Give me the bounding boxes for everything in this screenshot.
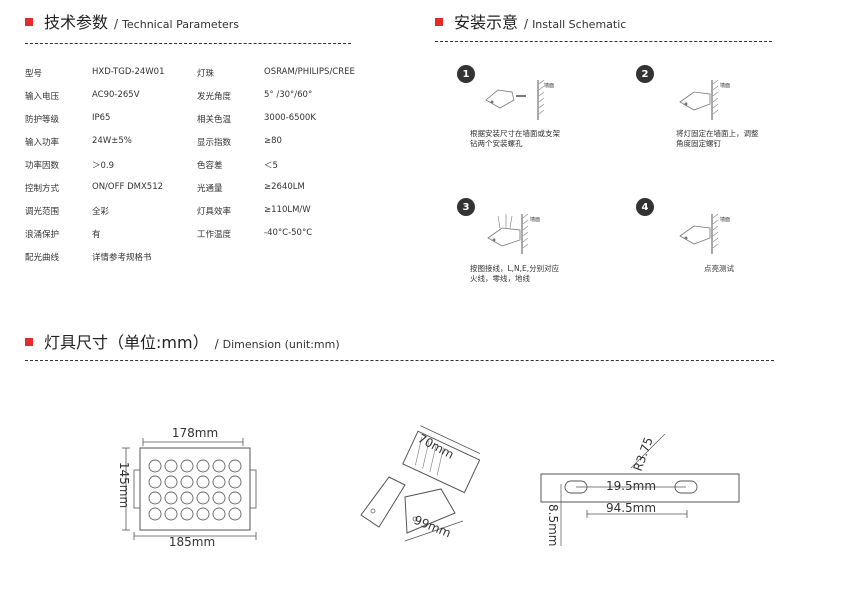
caption-line: 根据安装尺寸在墙面或支架 — [470, 129, 560, 138]
spec-label: 工作温度 — [197, 230, 232, 240]
spec-label: 输入功率 — [25, 138, 60, 148]
spec-label: 输入电压 — [25, 92, 60, 102]
spec-label: 色容差 — [197, 161, 223, 171]
step-3-caption: 按图接线，L,N,E,分别对应 火线，零线，地线 — [470, 264, 559, 284]
spec-value: 全彩 — [92, 207, 110, 217]
spec-label: 发光角度 — [197, 92, 232, 102]
step-4-illustration: 墙面 — [679, 213, 730, 254]
spec-value: 有 — [92, 230, 101, 240]
spec-label: 型号 — [25, 69, 43, 79]
step-3-illustration: 墙面 — [487, 213, 540, 254]
section-title-en: Technical Parameters — [122, 18, 240, 31]
spec-value: 5° /30°/60° — [264, 90, 313, 100]
spec-label: 功率因数 — [25, 161, 60, 171]
spec-label: 控制方式 — [25, 184, 60, 194]
spec-value: 详情参考规格书 — [92, 253, 152, 263]
step-1-badge: 1 — [457, 65, 475, 83]
spec-value: ≥110LM/W — [264, 205, 311, 215]
section-title-zh: 技术参数 — [44, 13, 109, 32]
dimension-divider — [25, 360, 774, 361]
spec-value: ＜5 — [264, 161, 278, 171]
front-view-drawing: 178mm 145mm 185mm — [117, 426, 257, 549]
spec-value: IP65 — [92, 113, 111, 123]
wall-label: 墙面 — [544, 82, 554, 89]
spec-value: ＞0.9 — [92, 161, 115, 171]
install-section-header: 安装示意 / Install Schematic — [435, 9, 626, 33]
tech-section-header: 技术参数 / Technical Parameters — [25, 9, 239, 33]
section-title-zh: 灯具尺寸（单位:mm） — [44, 333, 209, 352]
caption-line: 角度固定螺钉 — [676, 139, 721, 148]
spec-value: ≥2640LM — [264, 182, 305, 192]
dim-side-top: 70mm — [416, 431, 457, 462]
red-square-icon — [25, 18, 33, 26]
step-4-caption: 点亮测试 — [704, 264, 734, 274]
wall-label: 墙面 — [720, 82, 730, 89]
section-title-zh: 安装示意 — [454, 13, 519, 32]
dimension-section-header: 灯具尺寸（单位:mm） / Dimension (unit:mm) — [25, 329, 340, 353]
section-title-en: Dimension (unit:mm) — [222, 338, 340, 351]
dim-bracket-height: 8.5mm — [546, 504, 560, 546]
dim-front-width: 178mm — [172, 426, 218, 440]
title-separator: / — [114, 17, 119, 31]
wall-label: 墙面 — [530, 216, 540, 223]
red-square-icon — [435, 18, 443, 26]
spec-value: ≥80 — [264, 136, 282, 146]
caption-line: 将灯固定在墙面上，调整 — [676, 129, 759, 138]
spec-value: 3000-6500K — [264, 113, 316, 123]
spec-value: -40°C-50°C — [264, 228, 313, 238]
install-divider — [435, 41, 772, 42]
step-2-caption: 将灯固定在墙面上，调整 角度固定螺钉 — [676, 129, 759, 149]
title-separator: / — [524, 17, 529, 31]
spec-value: HXD-TGD-24W01 — [92, 67, 165, 77]
spec-label: 配光曲线 — [25, 253, 60, 263]
dim-total-length: 94.5mm — [606, 501, 656, 515]
wall-label: 墙面 — [720, 216, 730, 223]
spec-label: 防护等级 — [25, 115, 60, 125]
spec-label: 显示指数 — [197, 138, 232, 148]
dim-slot-spacing: 19.5mm — [606, 479, 656, 493]
caption-line: 钻两个安装螺孔 — [470, 139, 523, 148]
spec-label: 灯具效率 — [197, 207, 232, 217]
section-title-en: Install Schematic — [532, 18, 627, 31]
step-4-badge: 4 — [636, 198, 654, 216]
bracket-view-drawing: R3.75 19.5mm 94.5mm 8.5mm — [540, 433, 740, 546]
caption-line: 火线，零线，地线 — [470, 274, 530, 283]
step-1-illustration: 墙面 — [485, 79, 554, 120]
spec-value: 24W±5% — [92, 136, 132, 146]
spec-label: 光通量 — [197, 184, 223, 194]
spec-value: ON/OFF DMX512 — [92, 182, 164, 192]
title-separator: / — [214, 337, 219, 351]
spec-value: AC90-265V — [92, 90, 140, 100]
step-1-caption: 根据安装尺寸在墙面或支架 钻两个安装螺孔 — [470, 129, 560, 149]
spec-label: 灯珠 — [197, 69, 215, 79]
dim-front-total: 185mm — [169, 535, 215, 549]
dim-front-height: 145mm — [117, 462, 131, 508]
spec-label: 调光范围 — [25, 207, 60, 217]
step-2-badge: 2 — [636, 65, 654, 83]
red-square-icon — [25, 338, 33, 346]
step-3-badge: 3 — [457, 198, 475, 216]
step-2-illustration: 墙面 — [679, 79, 730, 120]
spec-value: OSRAM/PHILIPS/CREE — [264, 67, 355, 77]
caption-line: 按图接线，L,N,E,分别对应 — [470, 264, 560, 273]
spec-label: 相关色温 — [197, 115, 232, 125]
spec-label: 浪涌保护 — [25, 230, 60, 240]
dim-bracket-radius: R3.75 — [631, 435, 656, 473]
tech-divider — [25, 43, 351, 44]
side-view-drawing: 70mm 99mm — [360, 425, 480, 542]
caption-line: 点亮测试 — [704, 264, 734, 273]
